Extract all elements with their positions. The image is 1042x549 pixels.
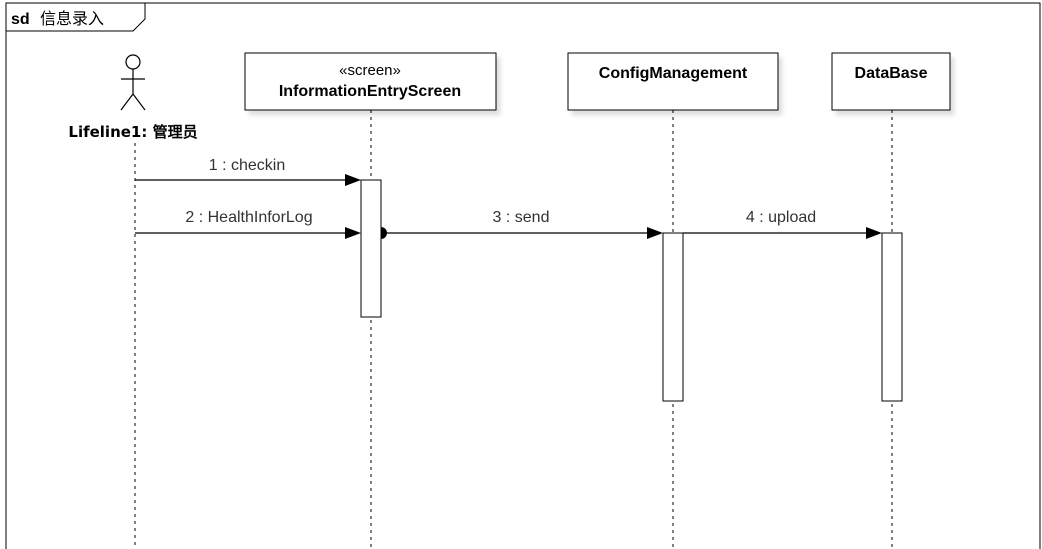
message-label: 4 : upload xyxy=(746,209,816,226)
message-label: 1 : checkin xyxy=(209,157,285,174)
config-activation-bar xyxy=(662,232,684,402)
participant-stereotype: «screen» xyxy=(339,62,401,79)
participant-config-management: ConfigManagement xyxy=(567,52,779,111)
actor-icon xyxy=(120,54,146,111)
message-label: 3 : send xyxy=(493,209,550,226)
participant-information-entry-screen: «screen» InformationEntryScreen xyxy=(244,52,497,111)
arrowhead xyxy=(647,227,663,239)
participant-database: DataBase xyxy=(831,52,951,111)
arrowhead xyxy=(345,227,361,239)
message-label: 2 : HealthInforLog xyxy=(185,209,312,226)
screen-activation-bar xyxy=(360,179,382,318)
message-send: 3 : send xyxy=(381,209,663,239)
message-health-infor-log: 2 : HealthInforLog xyxy=(135,209,361,239)
frame-name-tab xyxy=(6,3,146,32)
diagram-frame xyxy=(5,2,1041,549)
frame-keyword: sd xyxy=(11,11,30,28)
message-upload: 4 : upload xyxy=(683,209,882,239)
message-checkin: 1 : checkin xyxy=(135,157,361,186)
arrowhead xyxy=(866,227,882,239)
participant-title: InformationEntryScreen xyxy=(279,83,461,100)
arrowhead xyxy=(345,174,361,186)
frame-name: 信息录入 xyxy=(40,9,104,28)
participant-title: DataBase xyxy=(855,65,928,82)
database-activation-bar xyxy=(881,232,903,402)
actor-label: Lifeline1: 管理员 xyxy=(68,123,197,141)
participant-title: ConfigManagement xyxy=(599,65,748,82)
